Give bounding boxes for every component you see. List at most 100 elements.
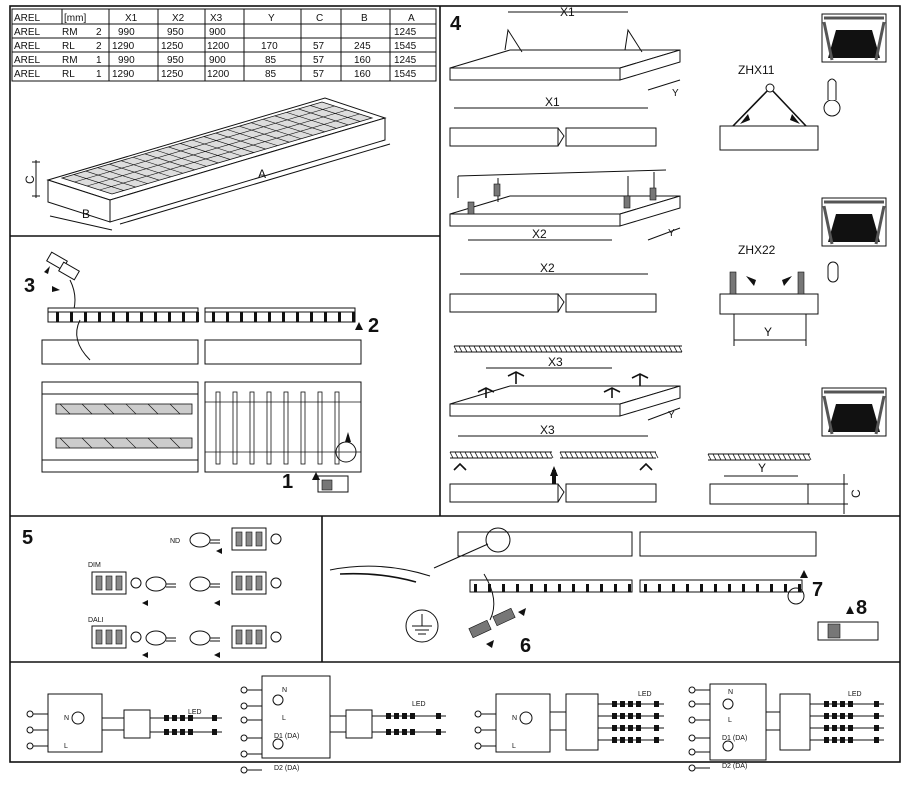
dim-label: DIM bbox=[88, 562, 101, 569]
rail-hatch bbox=[712, 453, 717, 461]
rail-hatch bbox=[553, 345, 558, 353]
wire-lead bbox=[166, 583, 176, 588]
led-chip bbox=[628, 737, 633, 743]
table-row-2-a: 1545 bbox=[394, 41, 417, 52]
louvre-tick bbox=[728, 584, 731, 592]
rail-hatch bbox=[752, 453, 757, 461]
led-chip bbox=[824, 713, 829, 719]
terminal-blocks bbox=[91, 527, 282, 658]
rail-hatch bbox=[648, 345, 653, 353]
zhx22-label: ZHX22 bbox=[738, 243, 776, 257]
terminal-point bbox=[474, 710, 482, 718]
wiring-1-l: L bbox=[64, 743, 68, 750]
led-chip bbox=[620, 701, 625, 707]
table-row-1-c: 57 bbox=[313, 41, 325, 52]
rail-hatch bbox=[653, 345, 658, 353]
rail-hatch bbox=[772, 453, 777, 461]
plug-end bbox=[270, 631, 282, 643]
louvre-rail bbox=[99, 113, 360, 191]
louvre-blades bbox=[59, 391, 361, 465]
table-row-1-x1: 990 bbox=[118, 27, 135, 38]
terminal-slot bbox=[105, 629, 113, 645]
louvre-tick bbox=[70, 312, 73, 322]
rail-hatch bbox=[802, 453, 807, 461]
x1-label-mid: X1 bbox=[545, 95, 560, 109]
rail-hatch bbox=[469, 451, 474, 459]
louvre-tick bbox=[770, 584, 773, 592]
led-chip bbox=[654, 725, 659, 731]
step-6-number: 6 bbox=[520, 635, 531, 657]
table-row-1-n: 2 bbox=[96, 27, 102, 38]
terminal-point bbox=[688, 734, 696, 742]
rail-hatch bbox=[767, 453, 772, 461]
rail-hatch bbox=[583, 345, 588, 353]
rail-hatch bbox=[638, 345, 643, 353]
led-chip bbox=[612, 701, 617, 707]
blade-mark bbox=[103, 403, 115, 415]
led-chip bbox=[628, 713, 633, 719]
panel-frames bbox=[9, 5, 901, 763]
led-chip bbox=[824, 737, 829, 743]
rail-hatch bbox=[649, 451, 654, 459]
table-header-x3: X3 bbox=[210, 13, 223, 24]
ceiling-rail-2 bbox=[449, 451, 659, 459]
louvre-tick bbox=[126, 312, 129, 322]
table-row-2-x2: 1250 bbox=[161, 41, 184, 52]
rail-hatch bbox=[747, 453, 752, 461]
rail-hatch bbox=[604, 451, 609, 459]
rail-hatch bbox=[717, 453, 722, 461]
rail-hatch bbox=[454, 451, 459, 459]
blade-mark bbox=[147, 437, 159, 449]
rail-hatch bbox=[509, 451, 514, 459]
terminal-point bbox=[688, 700, 696, 708]
led-chip bbox=[824, 725, 829, 731]
panel-5-number: 5 bbox=[22, 527, 33, 549]
louvre-blade-plan bbox=[334, 391, 340, 465]
rail-hatch bbox=[493, 345, 498, 353]
rail-hatch bbox=[579, 451, 584, 459]
wiring-3-n: N bbox=[512, 715, 517, 722]
led-chip bbox=[620, 737, 625, 743]
table-row-4-type: RL bbox=[62, 69, 75, 80]
rail-hatch bbox=[543, 345, 548, 353]
x2-label-top: X2 bbox=[532, 227, 547, 241]
louvre-tick bbox=[614, 584, 617, 592]
rail-hatch bbox=[479, 451, 484, 459]
louvre-tick bbox=[268, 312, 271, 322]
table-row-4-b: 160 bbox=[354, 69, 371, 80]
louvre-tick bbox=[352, 312, 355, 322]
rail-hatch bbox=[807, 453, 812, 461]
wire-loop bbox=[189, 630, 211, 646]
led-chip bbox=[386, 729, 391, 735]
louvre-tick bbox=[530, 584, 533, 592]
rail-hatch bbox=[613, 345, 618, 353]
table-header-unit: [mm] bbox=[64, 13, 86, 24]
rail-hatch bbox=[644, 451, 649, 459]
table-row-3-a: 1245 bbox=[394, 55, 417, 66]
led-chip bbox=[402, 713, 407, 719]
terminal-slot bbox=[245, 531, 253, 547]
louvre-tick bbox=[600, 584, 603, 592]
rail-hatch bbox=[558, 345, 563, 353]
step-3-number: 3 bbox=[24, 275, 35, 297]
table-header-b: B bbox=[361, 13, 368, 24]
led-chip bbox=[636, 713, 641, 719]
rail-hatch bbox=[574, 451, 579, 459]
terminal-slot bbox=[115, 575, 123, 591]
table-row-2-type: RL bbox=[62, 41, 75, 52]
terminal-point bbox=[474, 726, 482, 734]
louvre-tick bbox=[714, 584, 717, 592]
louvre-tick bbox=[182, 312, 185, 322]
table-row-4-y: 85 bbox=[265, 69, 277, 80]
rail-hatch bbox=[503, 345, 508, 353]
blade-mark bbox=[125, 437, 137, 449]
panel-3-drawing: 3 2 1 bbox=[24, 251, 379, 493]
table-row-4-n: 1 bbox=[96, 69, 102, 80]
louvre-tick bbox=[516, 584, 519, 592]
rail-hatch bbox=[757, 453, 762, 461]
terminal-point bbox=[688, 686, 696, 694]
rail-hatch bbox=[519, 451, 524, 459]
rail-hatch bbox=[533, 345, 538, 353]
led-chip bbox=[848, 713, 853, 719]
louvre-tick bbox=[628, 584, 631, 592]
